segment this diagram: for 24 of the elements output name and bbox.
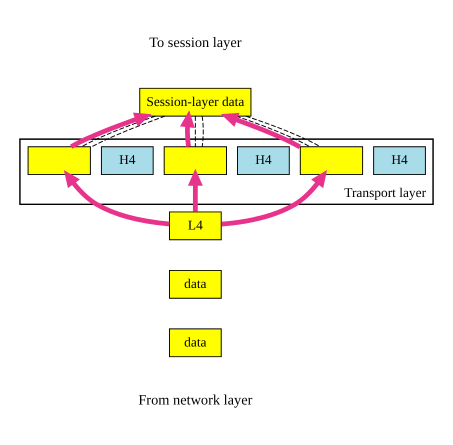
node-box [28, 146, 91, 176]
arrow [188, 168, 203, 212]
label: From network layer [138, 392, 252, 409]
connector [194, 116, 196, 148]
node-box: L4 [168, 211, 222, 240]
arrow [220, 112, 302, 150]
node-box: H4 [237, 146, 290, 176]
node-box: data [168, 270, 222, 299]
node-box: H4 [373, 146, 426, 176]
arrow [180, 110, 195, 147]
node-box [164, 146, 227, 176]
label: To session layer [149, 35, 242, 52]
node-box: Session-layer data [139, 88, 252, 117]
connector [236, 116, 310, 148]
connector [81, 116, 156, 148]
arrow [221, 170, 328, 226]
node-box: H4 [100, 146, 154, 176]
connector [90, 116, 166, 148]
connector [202, 116, 204, 148]
node-box: data [168, 328, 222, 358]
arrow [64, 170, 170, 226]
node-box [300, 146, 364, 176]
arrow [70, 112, 152, 149]
connector [245, 116, 321, 148]
